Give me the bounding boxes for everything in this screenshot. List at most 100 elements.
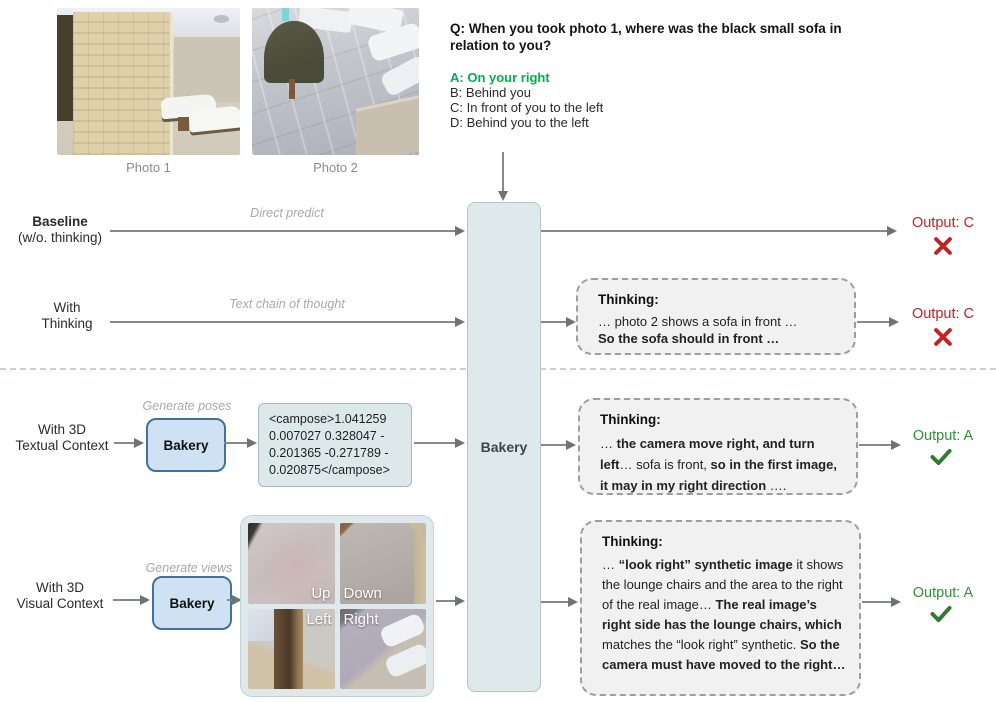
answer-option-a: A: On your right [450, 70, 550, 85]
textual-context-label-line2: Textual Context [15, 438, 109, 453]
textual-input-arrow [114, 438, 144, 448]
bakery-box-views-label: Bakery [169, 595, 215, 611]
thinking-text-segment: so in the first image, it may in my righ… [600, 457, 837, 493]
cross-icon [934, 237, 952, 255]
textual-output-arrow [859, 440, 901, 450]
model-box-label: Bakery [480, 439, 528, 455]
text-cot-label: Text chain of thought [229, 297, 345, 311]
visual-context-label-line1: With 3D [35, 580, 84, 595]
thinking-box-textual: Thinking: … the camera move right, and t… [578, 398, 858, 495]
visual-output-arrow [862, 597, 901, 607]
campose-line: <campose>1.041259 [269, 412, 387, 426]
campose-line: 0.201365 -0.271789 - [269, 446, 389, 460]
thinking-text-segment: matches the “look right” synthetic. [602, 637, 800, 652]
output-visual: Output: A [912, 585, 974, 601]
campose-to-model-arrow [414, 438, 465, 448]
campose-line: 0.007027 0.328047 - [269, 429, 385, 443]
view-left-label: Left [306, 610, 332, 628]
view-up-image: Up [248, 523, 335, 604]
check-icon [930, 605, 952, 623]
with-thinking-label-line2: Thinking [41, 316, 93, 331]
baseline-output-arrow [539, 226, 897, 236]
campose-line: 0.020875</campose> [269, 463, 390, 477]
campose-box: <campose>1.041259 0.007027 0.328047 - 0.… [258, 403, 412, 487]
textual-context-label-line1: With 3D [37, 422, 86, 437]
thinking-title: Thinking: [598, 292, 659, 307]
photo-texture [263, 21, 324, 83]
bakery-box-poses: Bakery [146, 418, 226, 472]
thinking-text-segment: …. [766, 478, 787, 493]
photo-texture [282, 8, 289, 22]
view-left-image: Left [248, 608, 335, 689]
thinking-title: Thinking: [602, 534, 663, 549]
photo-texture [379, 54, 419, 97]
question-text: Q: When you took photo 1, where was the … [450, 21, 842, 53]
photo-texture [177, 116, 189, 132]
baseline-label-line2: (w/o. thinking) [17, 230, 103, 245]
thinking-text-segment: … sofa is front, [619, 457, 711, 472]
answer-option-c: C: In front of you to the left [450, 100, 604, 115]
baseline-input-arrow [110, 226, 465, 236]
answer-option-b: B: Behind you [450, 85, 531, 100]
cross-icon [934, 328, 952, 346]
poses-to-campose-arrow [224, 438, 257, 448]
generate-views-label: Generate views [145, 561, 233, 575]
with-thinking-label: With Thinking [25, 300, 109, 332]
thinking-text-segment: the camera move right, and turn left [600, 436, 815, 472]
thinking-text-segment: … photo 2 shows a sofa in front … [598, 314, 798, 329]
model-box: Bakery [467, 202, 541, 692]
cot-output-arrow [857, 317, 899, 327]
output-cot: Output: C [911, 306, 975, 322]
photo-texture [174, 37, 240, 103]
views-to-model-arrow [436, 596, 465, 606]
photo-1-image [57, 8, 240, 155]
bakery-box-poses-label: Bakery [163, 437, 209, 453]
views-short-arrow [227, 595, 242, 605]
thinking-text-segment: So the sofa should in front … [598, 331, 780, 346]
direct-predict-label: Direct predict [250, 206, 324, 220]
view-down-image: Down [339, 523, 426, 604]
model-to-cot-arrow [539, 317, 576, 327]
output-textual: Output: A [912, 428, 974, 444]
visual-context-label-line2: Visual Context [16, 596, 104, 611]
question-to-model-arrow [498, 152, 508, 201]
photo-texture [288, 78, 296, 100]
check-icon [930, 448, 952, 466]
baseline-label: Baseline (w/o. thinking) [8, 214, 112, 246]
thinking-text-segment: “look right” synthetic image [618, 557, 793, 572]
thinking-box-visual: Thinking: … “look right” synthetic image… [580, 520, 861, 696]
photo-1-caption: Photo 1 [126, 160, 171, 175]
photo-texture [73, 12, 174, 155]
thinking-input-arrow [110, 317, 465, 327]
answer-option-d: D: Behind you to the left [450, 115, 589, 130]
bakery-box-views: Bakery [152, 576, 232, 630]
view-right-label: Right [343, 610, 379, 628]
generate-poses-label: Generate poses [142, 399, 232, 413]
photo-texture [273, 608, 304, 689]
thinking-title: Thinking: [600, 412, 661, 427]
thinking-box-cot: Thinking: … photo 2 shows a sofa in fron… [576, 278, 856, 355]
output-baseline: Output: C [911, 215, 975, 231]
photo-texture [383, 642, 426, 680]
photo-2-image [252, 8, 419, 155]
thinking-text-segment: it shows the lounge chairs and the area … [602, 557, 844, 612]
thinking-text-segment: … [602, 557, 619, 572]
views-grid: Up Down Left Right [240, 515, 434, 697]
textual-context-label: With 3D Textual Context [8, 422, 116, 454]
thinking-text-segment: The real image’s right side has the loun… [602, 597, 842, 632]
photo-texture [214, 15, 229, 23]
view-right-image: Right [339, 608, 426, 689]
photo-texture [248, 608, 278, 641]
visual-context-label: With 3D Visual Context [5, 580, 115, 612]
photo-texture [378, 611, 426, 649]
visual-input-arrow [113, 595, 150, 605]
photo-texture [187, 105, 240, 133]
with-thinking-label-line1: With [53, 300, 81, 315]
baseline-label-line1: Baseline [32, 214, 88, 229]
thinking-text-segment: … [600, 436, 617, 451]
view-up-label: Up [311, 584, 331, 602]
model-to-visual-think-arrow [539, 597, 578, 607]
view-down-label: Down [343, 584, 382, 602]
thinking-text-segment: So the camera must have moved to the rig… [602, 637, 846, 672]
